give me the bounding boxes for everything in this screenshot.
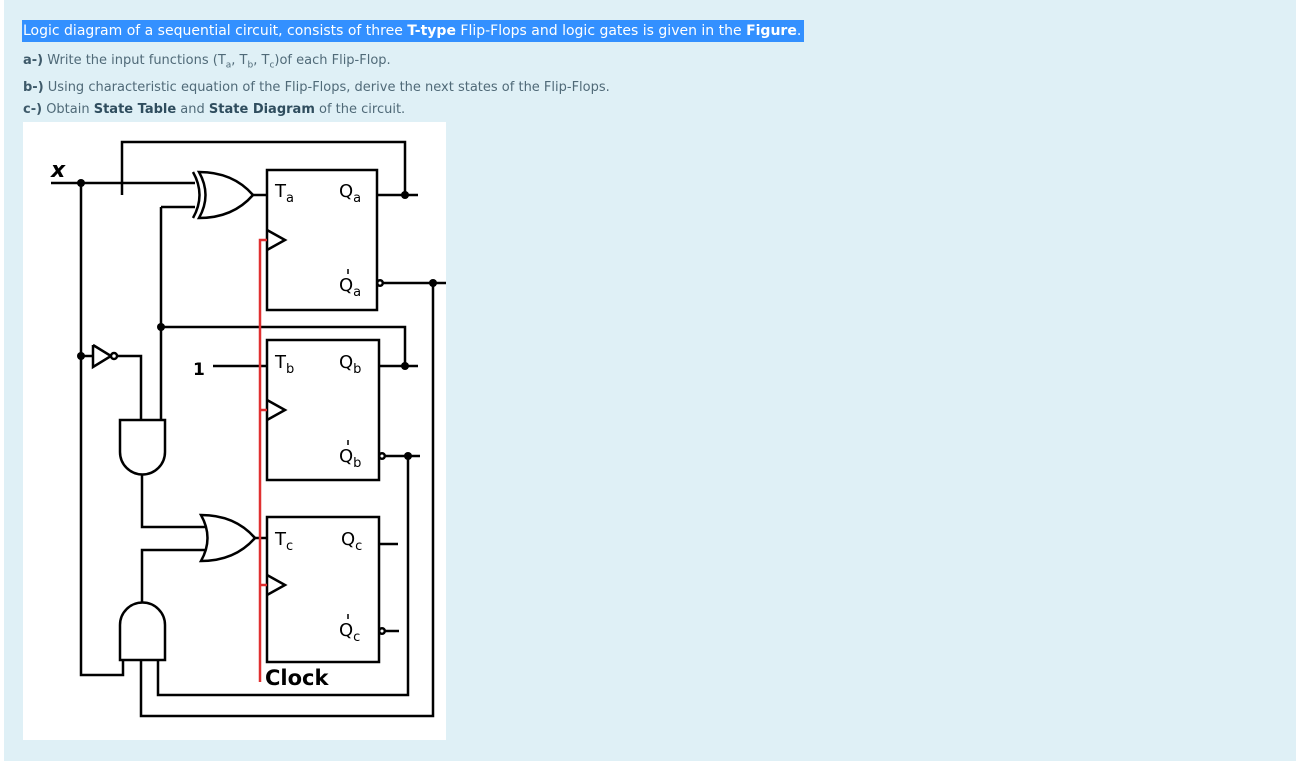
flipflop-c-box (265, 515, 381, 664)
or-gate-body (198, 513, 257, 563)
junction-dot (77, 352, 85, 360)
xor-gate-back-curve (191, 171, 201, 219)
and-gate-lower (118, 601, 167, 662)
wire-qb-feedback (161, 325, 407, 366)
not-gate-bubble (109, 351, 119, 361)
junction-dot (429, 279, 437, 287)
wire-and-upper-to-or (140, 474, 205, 529)
tc-label: Tc (274, 529, 293, 554)
question-c: c-) Obtain State Table and State Diagram… (23, 101, 406, 117)
junction-dot (77, 179, 85, 187)
clock-line (258, 238, 267, 682)
input-x-label: x (50, 158, 66, 183)
wire-and-lower-to-or (140, 548, 205, 602)
clock-triangle-a (266, 228, 288, 252)
intro-bold-figure: Figure (746, 23, 797, 39)
intro-text: . (796, 23, 802, 39)
logic-diagram-svg: x 1 Clock Ta Qa Qa Tb Qb Qb Tc Qc Qc (50, 140, 447, 718)
qbar-c-bubble (377, 626, 387, 636)
junction-dot (157, 323, 165, 331)
qbar-b-label: Qb (339, 446, 361, 471)
qbar-b-bubble (377, 451, 387, 461)
wire-not-to-and (117, 354, 143, 420)
qb-label: Qb (339, 352, 361, 377)
wire-qa-feedback (120, 140, 407, 195)
xor-gate-body (196, 170, 255, 220)
qc-label: Qc (341, 529, 362, 554)
tb-label: Tb (274, 352, 294, 377)
question-list: a-) Write the input functions (Ta, Tb, T… (23, 50, 610, 121)
clock-label: Clock (265, 666, 329, 690)
clock-triangle-c (266, 573, 288, 597)
intro-text: Logic diagram of a sequential circuit, c… (23, 23, 408, 39)
question-b: b-) Using characteristic equation of the… (23, 79, 610, 95)
question-a: a-) Write the input functions (Ta, Tb, T… (23, 53, 391, 71)
wire-qbar-b-feedback (156, 456, 410, 697)
wire-x-down (79, 183, 125, 677)
intro-text: Flip-Flops and logic gates is given in t… (455, 23, 747, 39)
qbar-a-bubble (375, 278, 385, 288)
junction-dot (404, 452, 412, 460)
intro-bold-ttype: T-type (407, 23, 456, 39)
wire-qbar-a-feedback (139, 283, 435, 718)
qbar-a-label: Qa (339, 275, 361, 300)
constant-one-label: 1 (193, 360, 205, 380)
clock-triangle-b (266, 398, 288, 422)
logic-diagram-figure: x 1 Clock Ta Qa Qa Tb Qb Qb Tc Qc Qc (23, 122, 447, 740)
junction-dot (401, 362, 409, 370)
junction-dot (401, 191, 409, 199)
problem-intro-highlighted[interactable]: Logic diagram of a sequential circuit, c… (22, 20, 805, 42)
and-gate-upper (118, 418, 167, 476)
ta-label: Ta (274, 181, 294, 206)
qa-label: Qa (339, 181, 361, 206)
not-gate-body (91, 343, 114, 370)
qbar-c-label: Qc (339, 620, 360, 645)
